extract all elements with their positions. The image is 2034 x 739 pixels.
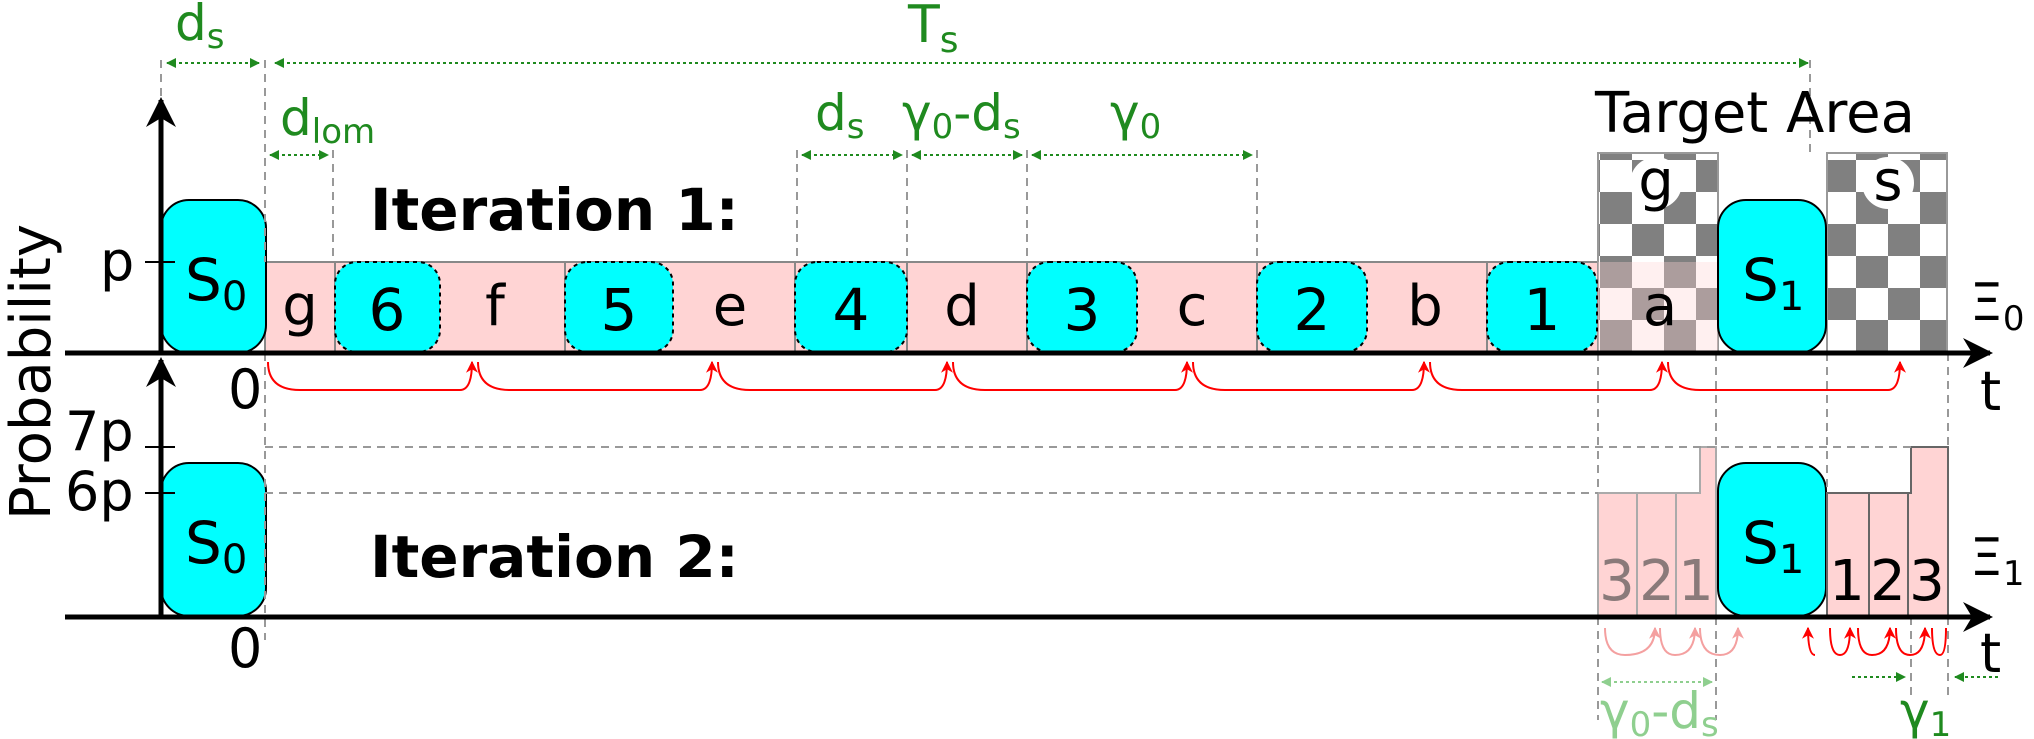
slot-number: 2 bbox=[1639, 549, 1675, 614]
target-area-label: Target Area bbox=[1594, 81, 1915, 146]
job-number: 2 bbox=[1294, 276, 1331, 344]
6p-tick-label: 6p bbox=[65, 460, 134, 523]
y-axis-label: Probability bbox=[0, 224, 64, 520]
slot-number: 3 bbox=[1599, 549, 1635, 614]
target-letter-g: g bbox=[1638, 149, 1674, 214]
slot-number: 2 bbox=[1870, 549, 1906, 614]
job-number: 5 bbox=[601, 276, 638, 344]
row1-slots bbox=[264, 261, 1601, 353]
ds-mid-label: ds bbox=[815, 84, 864, 147]
xi0-label: Ξ0 bbox=[1970, 273, 2025, 339]
t-label-top: t bbox=[1980, 360, 2001, 423]
gamma0-minus-ds-label: γ0-ds bbox=[902, 84, 1021, 147]
light-red-arrows bbox=[1604, 626, 1744, 657]
target-letter-s: s bbox=[1873, 149, 1902, 214]
slot-number: 3 bbox=[1909, 549, 1945, 614]
row2-right-numbers: 1 2 3 bbox=[1829, 549, 1945, 614]
dimension-arrows bbox=[166, 58, 1998, 682]
zero-label-bottom: 0 bbox=[228, 617, 262, 680]
dlom-label: dlom bbox=[280, 89, 375, 152]
job-number: 4 bbox=[833, 276, 870, 344]
7p-tick-label: 7p bbox=[65, 400, 134, 463]
zero-label-top: 0 bbox=[228, 358, 262, 421]
job-number: 1 bbox=[1524, 276, 1561, 344]
p-tick-label: p bbox=[100, 230, 134, 293]
job-number: 6 bbox=[369, 276, 406, 344]
server-s1-top-label: S1 bbox=[1742, 246, 1804, 320]
slot-letter: a bbox=[1643, 274, 1677, 339]
row1-number-labels: 6 5 4 3 2 1 bbox=[369, 276, 1561, 344]
row2-left-numbers: 3 2 1 bbox=[1599, 549, 1714, 614]
dashed-guides bbox=[160, 60, 1949, 720]
server-boxes bbox=[160, 199, 1827, 617]
axes bbox=[65, 97, 1993, 632]
xi1-label: Ξ1 bbox=[1970, 528, 2025, 594]
ds-top-label: ds bbox=[175, 0, 224, 57]
row1-job-boxes bbox=[334, 261, 1598, 353]
iteration-2-label: Iteration 2: bbox=[370, 523, 739, 591]
iteration-1-label: Iteration 1: bbox=[370, 176, 739, 244]
t-label-bottom: t bbox=[1980, 622, 2001, 685]
job-number: 3 bbox=[1064, 276, 1101, 344]
ts-label: Ts bbox=[907, 0, 959, 61]
server-s1-bottom-label: S1 bbox=[1742, 509, 1804, 583]
row1-letter-labels: g f e d c b a bbox=[282, 274, 1677, 339]
server-s0-bottom-label: S0 bbox=[185, 509, 247, 583]
server-s0-top-label: S0 bbox=[185, 246, 247, 320]
slot-letter: c bbox=[1177, 274, 1208, 339]
slot-number: 1 bbox=[1678, 549, 1714, 614]
slot-letter: b bbox=[1407, 274, 1443, 339]
slot-letter: g bbox=[282, 274, 318, 339]
slot-letter: d bbox=[944, 274, 980, 339]
gamma1-label: γ1 bbox=[1900, 682, 1951, 739]
slot-letter: f bbox=[485, 274, 506, 339]
slot-letter: e bbox=[713, 274, 747, 339]
red-arrows bbox=[267, 360, 1947, 657]
gamma0-label: γ0 bbox=[1110, 84, 1161, 147]
slot-number: 1 bbox=[1829, 549, 1865, 614]
bottom-gamma0-minus-ds-label: γ0-ds bbox=[1600, 682, 1719, 739]
